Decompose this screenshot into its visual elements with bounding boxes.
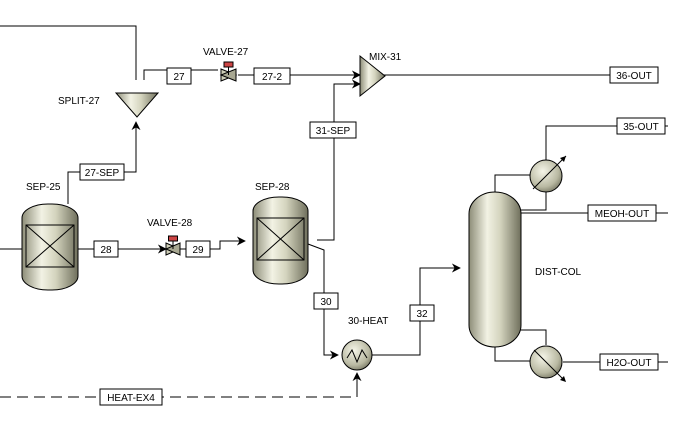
stream-tag-36-out[interactable]: 36-OUT xyxy=(609,66,659,84)
condenser-block[interactable] xyxy=(529,155,567,193)
reboiler-block[interactable] xyxy=(529,345,566,382)
stream-27-line[interactable] xyxy=(143,69,218,80)
stream-31-sep-line[interactable] xyxy=(317,79,361,241)
stream-tag-29[interactable]: 29 xyxy=(185,240,211,258)
svg-text:27: 27 xyxy=(173,72,185,83)
valve-27-label: VALVE-27 xyxy=(203,47,249,58)
feed-line-top[interactable] xyxy=(0,25,137,80)
valve-28-label: VALVE-28 xyxy=(147,218,193,229)
stream-tag-meoh-out[interactable]: MEOH-OUT xyxy=(587,204,657,222)
svg-text:29: 29 xyxy=(192,245,204,256)
bottoms-line[interactable] xyxy=(494,346,530,362)
svg-text:MEOH-OUT: MEOH-OUT xyxy=(595,209,649,220)
svg-text:27-2: 27-2 xyxy=(262,72,282,83)
stream-tag-27[interactable]: 27 xyxy=(166,67,192,85)
heater-30-label: 30-HEAT xyxy=(348,316,388,327)
heater-30-block[interactable] xyxy=(341,339,373,371)
svg-text:31-SEP: 31-SEP xyxy=(316,126,351,137)
stream-tag-27-sep[interactable]: 27-SEP xyxy=(79,163,125,181)
valve-28-block[interactable] xyxy=(164,235,182,256)
overhead-line[interactable] xyxy=(494,174,530,192)
mix-31-label: MIX-31 xyxy=(369,52,402,63)
stream-tag-28[interactable]: 28 xyxy=(93,240,119,258)
sep-25-label: SEP-25 xyxy=(26,182,61,193)
svg-text:30: 30 xyxy=(320,297,332,308)
svg-text:36-OUT: 36-OUT xyxy=(616,71,652,82)
stream-tag-35-out[interactable]: 35-OUT xyxy=(616,117,666,135)
condenser-reflux-line[interactable] xyxy=(520,192,547,211)
svg-text:HEAT-EX4: HEAT-EX4 xyxy=(107,393,155,404)
svg-text:35-OUT: 35-OUT xyxy=(623,122,659,133)
stream-tag-31-sep[interactable]: 31-SEP xyxy=(309,121,357,139)
mix-31-block[interactable] xyxy=(359,54,386,98)
reboiler-return-line[interactable] xyxy=(520,329,547,345)
stream-tag-h2o-out[interactable]: H2O-OUT xyxy=(599,353,659,371)
svg-text:32: 32 xyxy=(416,309,428,320)
svg-text:27-SEP: 27-SEP xyxy=(85,168,120,179)
dist-col-label: DIST-COL xyxy=(535,267,582,278)
split-27-label: SPLIT-27 xyxy=(58,96,100,107)
sep-28-block[interactable] xyxy=(252,196,309,285)
dist-col-block[interactable] xyxy=(468,191,522,348)
sep-25-block[interactable] xyxy=(21,203,79,291)
stream-27-sep-line[interactable] xyxy=(67,121,141,204)
stream-tag-32[interactable]: 32 xyxy=(409,304,435,322)
svg-text:28: 28 xyxy=(100,245,112,256)
valve-27-block[interactable] xyxy=(219,61,238,82)
split-27-block[interactable] xyxy=(114,92,160,118)
stream-tag-30[interactable]: 30 xyxy=(313,292,339,310)
stream-tag-27-2[interactable]: 27-2 xyxy=(253,67,291,85)
sep-28-label: SEP-28 xyxy=(255,182,290,193)
stream-tag-heat-ex4[interactable]: HEAT-EX4 xyxy=(99,388,163,406)
svg-text:H2O-OUT: H2O-OUT xyxy=(607,358,652,369)
